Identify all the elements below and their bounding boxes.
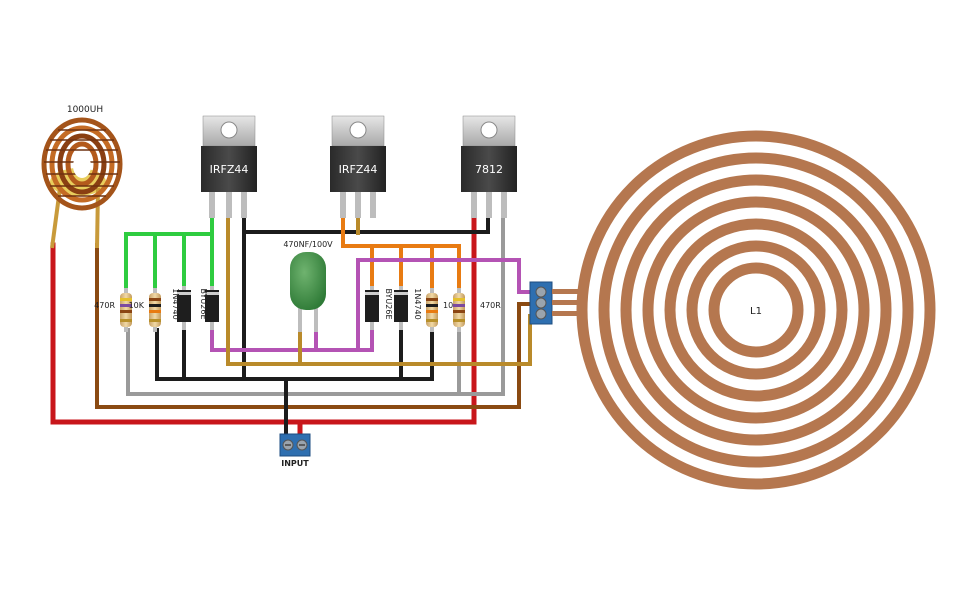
- coil-terminal: [529, 281, 582, 325]
- wire-gray: [126, 215, 505, 396]
- input-terminal: INPUT: [279, 433, 311, 468]
- coil-label: L1: [750, 306, 762, 317]
- zener-diode-left: 1N4740: [171, 286, 191, 330]
- wire-green: [124, 215, 214, 292]
- inductor-label: 1000UH: [67, 105, 103, 115]
- wire-red-positive: [50, 215, 477, 425]
- toroid-inductor: 1000UH: [41, 105, 123, 249]
- input-label: INPUT: [281, 459, 309, 468]
- wire-black-ground: [155, 328, 434, 381]
- fast-diode-left: BYU26E: [199, 286, 219, 330]
- resistor-10k-right-label: 10K: [443, 301, 459, 310]
- resistor-10k-left: 10K: [129, 288, 161, 332]
- mosfet-left-label: IRFZ44: [210, 163, 249, 176]
- regulator-label: 7812: [475, 163, 503, 176]
- mosfet-right: IRFZ44: [330, 115, 386, 218]
- wire-black-top: [242, 215, 490, 234]
- mosfet-right-label: IRFZ44: [339, 163, 378, 176]
- zener-diode-right: 1N4740: [394, 286, 422, 330]
- wire-brown: [95, 243, 532, 409]
- wire-gold: [226, 215, 532, 366]
- zener-left-label: 1N4740: [171, 288, 180, 319]
- wire-purple-diode: [356, 324, 374, 352]
- copper-coil: [576, 130, 936, 490]
- resistor-470r-left: 470R: [94, 288, 132, 332]
- wire-purple: [210, 258, 532, 352]
- resistor-470r-right-label: 470R: [480, 301, 501, 310]
- zener-right-label: 1N4740: [413, 288, 422, 319]
- resistor-470r-left-label: 470R: [94, 301, 115, 310]
- resistor-10k-right: 10K: [426, 288, 459, 332]
- resistor-470r-right: 470R: [453, 288, 501, 332]
- mosfet-left: IRFZ44: [201, 115, 257, 218]
- capacitor: 470NF/100V: [283, 240, 333, 332]
- wires: [50, 215, 532, 439]
- fast-diode-right: BYU26E: [365, 286, 393, 330]
- voltage-regulator: 7812: [461, 115, 517, 218]
- capacitor-label: 470NF/100V: [283, 240, 333, 249]
- fast-diode-right-label: BYU26E: [384, 288, 393, 319]
- fast-diode-left-label: BYU26E: [199, 288, 208, 319]
- resistor-10k-left-label: 10K: [129, 301, 145, 310]
